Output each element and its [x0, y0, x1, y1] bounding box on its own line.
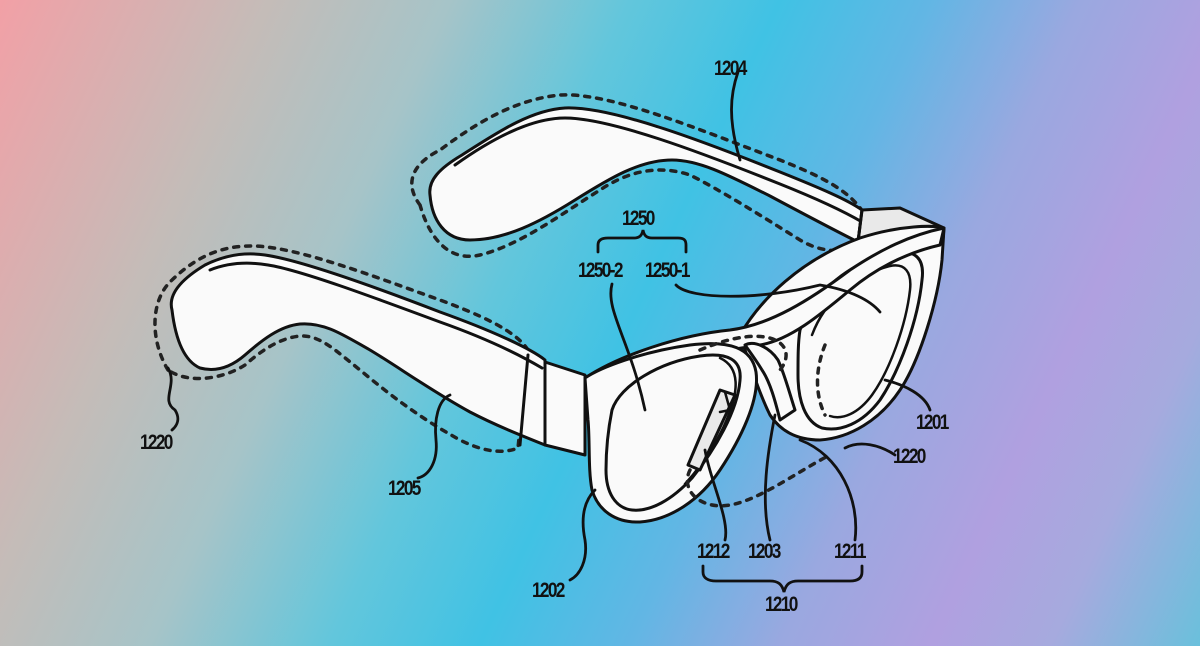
label-1250: 1250	[622, 207, 655, 230]
left-temple-arm	[153, 244, 587, 457]
nose-pad-detail	[718, 390, 732, 414]
right-temple-outline-dotted	[410, 93, 883, 258]
right-lens-dotted-region	[815, 343, 827, 417]
label-1210: 1210	[765, 593, 798, 616]
left-temple-hinge-line	[518, 353, 530, 447]
leader-1204	[730, 70, 742, 162]
leader-1220-left	[166, 366, 180, 432]
leader-1202	[568, 488, 597, 582]
leader-1250-2	[609, 282, 647, 412]
right-temple-top-edge	[453, 116, 864, 224]
label-1220-left: 1220	[140, 431, 173, 454]
left-temple-end-block	[543, 360, 587, 457]
brace-1250	[596, 229, 688, 254]
right-temple-hinge-line	[856, 208, 864, 244]
label-1250-1: 1250-1	[645, 259, 690, 282]
label-1204: 1204	[714, 57, 747, 80]
label-1201: 1201	[916, 411, 949, 434]
brace-1210	[701, 564, 864, 593]
label-1205: 1205	[388, 477, 421, 500]
leader-1212	[703, 448, 728, 542]
label-1203: 1203	[748, 540, 781, 563]
leader-1250-1	[674, 283, 882, 314]
left-lens-dotted-region	[685, 334, 832, 508]
label-1212: 1212	[697, 540, 730, 563]
bridge-1203	[743, 342, 797, 422]
leader-1211	[798, 438, 858, 542]
leader-1205	[416, 393, 452, 480]
right-temple-arm	[410, 93, 946, 258]
label-1250-2: 1250-2	[578, 259, 623, 282]
leader-1220-right	[843, 442, 897, 457]
left-temple-outline-dotted	[153, 244, 530, 453]
left-temple-top-edge	[208, 261, 544, 370]
left-temple-body	[169, 252, 547, 447]
leader-1203	[763, 413, 777, 542]
leader-lines	[166, 70, 932, 593]
nose-pad-1212	[686, 388, 737, 472]
leader-1201	[883, 378, 932, 412]
label-1220-right: 1220	[893, 445, 926, 468]
left-rim	[583, 334, 832, 524]
label-1202: 1202	[532, 579, 565, 602]
label-1211: 1211	[834, 540, 866, 563]
right-temple-body	[428, 106, 864, 244]
